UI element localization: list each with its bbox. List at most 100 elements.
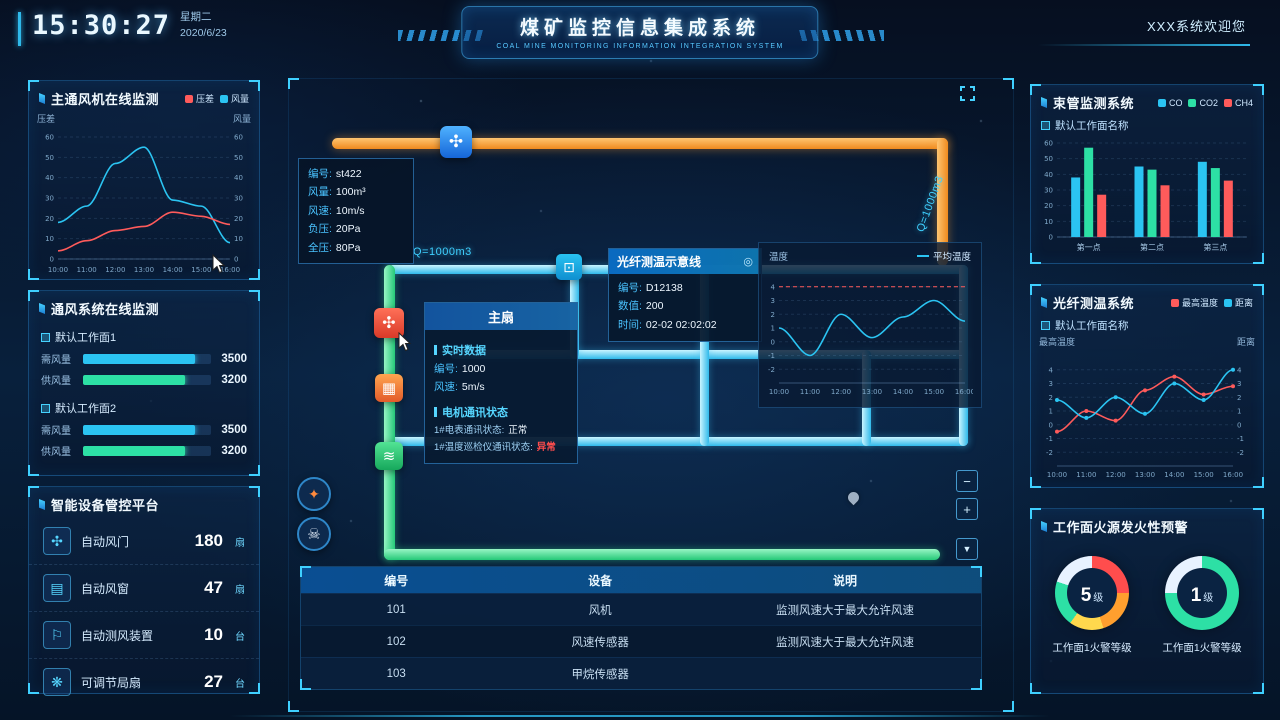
svg-text:-2: -2 [768, 366, 775, 374]
svg-text:20: 20 [1044, 202, 1053, 210]
legend-swatch [1170, 298, 1179, 307]
svg-text:12:00: 12:00 [1106, 471, 1126, 479]
avg-temp-legend[interactable]: 平均温度 [916, 249, 971, 263]
fan-door-icon: ✣ [43, 527, 71, 555]
legend-swatch [1223, 298, 1232, 307]
target-icon[interactable]: ◎ [743, 256, 753, 268]
fan-chart-legend: 压差风量 [184, 92, 249, 105]
svg-text:12:00: 12:00 [831, 388, 851, 396]
corner-decoration [1030, 683, 1041, 694]
svg-text:-1: -1 [1046, 435, 1053, 443]
airflow-value: 3200 [221, 444, 247, 457]
svg-text:-2: -2 [1237, 449, 1244, 457]
table-cell: 监测风速大于最大允许风速 [775, 604, 914, 617]
app-title: 煤矿监控信息集成系统 [519, 18, 760, 39]
legend-item[interactable]: 距离 [1223, 296, 1253, 309]
main-fan-icon[interactable]: ✣ [440, 126, 472, 158]
avg-temp-legend-label: 平均温度 [932, 252, 971, 263]
svg-text:14:00: 14:00 [893, 388, 913, 396]
device-unit: 台 [235, 631, 245, 643]
svg-text:10: 10 [45, 235, 54, 243]
tube-monitor-title: 束管监测系统 [1053, 96, 1135, 111]
airflow-bar-track [83, 424, 211, 435]
legend-item[interactable]: 压差 [184, 92, 214, 105]
temp-sensor-icon[interactable]: ⊡ [556, 254, 582, 280]
svg-text:11:00: 11:00 [800, 388, 820, 396]
corner-decoration [1253, 253, 1264, 264]
airflow-bar-fill [83, 424, 195, 435]
skull-hazard-icon[interactable]: ☠ [297, 517, 331, 551]
device-label: 自动风窗 [81, 581, 130, 596]
svg-text:40: 40 [45, 174, 54, 182]
legend-swatch [219, 94, 228, 103]
kv-row: 风量:100m³ [308, 186, 366, 199]
svg-text:2: 2 [1237, 394, 1241, 402]
airflow-fan-icon[interactable]: ≋ [375, 442, 403, 470]
airflow-value: 3500 [221, 352, 247, 365]
app-title-box: 煤矿监控信息集成系统 COAL MINE MONITORING INFORMAT… [461, 6, 819, 59]
sub-label-icon [1041, 121, 1050, 130]
table-cell: 风速传感器 [571, 636, 629, 649]
legend-item[interactable]: CO2 [1188, 98, 1218, 108]
fiber-y-right-label: 距离 [1236, 337, 1255, 347]
header-hatch-left [398, 30, 486, 41]
temp-axis-label: 温度 [769, 252, 789, 263]
y-right-axis-label: 风量 [232, 114, 251, 124]
table-header-cell: 编号 [384, 573, 409, 588]
device-count: 47 [204, 578, 223, 597]
svg-text:13:00: 13:00 [134, 266, 154, 274]
zoom-in-button[interactable]: + [956, 498, 978, 520]
device-label: 自动测风装置 [81, 628, 154, 643]
zoom-out-button[interactable]: − [956, 470, 978, 492]
welcome-underline [1038, 44, 1250, 46]
svg-text:30: 30 [234, 195, 243, 203]
damper-grid-icon[interactable]: ▦ [375, 374, 403, 402]
table-cell: 102 [386, 635, 406, 648]
kv-row: 风速:10m/s [308, 204, 365, 217]
legend-label: CO [1168, 97, 1183, 108]
svg-text:16:00: 16:00 [955, 388, 973, 396]
alarm-fan-icon[interactable]: ✣ [374, 308, 404, 338]
svg-text:-1: -1 [1237, 435, 1244, 443]
svg-text:12:00: 12:00 [105, 266, 125, 274]
svg-text:-1: -1 [768, 352, 775, 360]
legend-swatch [1157, 98, 1166, 107]
kv-row: 风速:5m/s [434, 381, 485, 394]
svg-text:13:00: 13:00 [1135, 471, 1155, 479]
pan-down-button[interactable]: ▼ [956, 538, 978, 560]
clock-date: 2020/6/23 [180, 26, 227, 39]
legend-item[interactable]: 最高温度 [1170, 296, 1218, 309]
svg-text:15:00: 15:00 [1194, 471, 1214, 479]
device-label: 自动风门 [81, 534, 130, 549]
svg-text:-2: -2 [1046, 449, 1053, 457]
fullscreen-icon[interactable] [960, 86, 975, 101]
svg-text:1: 1 [771, 325, 775, 333]
svg-text:16:00: 16:00 [1223, 471, 1243, 479]
legend-item[interactable]: 风量 [219, 92, 249, 105]
fire-warning-title: 工作面火源发火性预警 [1053, 520, 1189, 535]
device-unit: 台 [235, 678, 245, 690]
legend-item[interactable]: CO [1157, 97, 1183, 108]
pipe-cyan-h2 [450, 350, 968, 359]
airflow-label: 供风量 [41, 447, 71, 458]
fire-level-value: 5 [1080, 585, 1092, 606]
compass-icon[interactable]: ✦ [297, 477, 331, 511]
legend-item[interactable]: CH4 [1223, 98, 1253, 108]
svg-text:11:00: 11:00 [1076, 471, 1096, 479]
